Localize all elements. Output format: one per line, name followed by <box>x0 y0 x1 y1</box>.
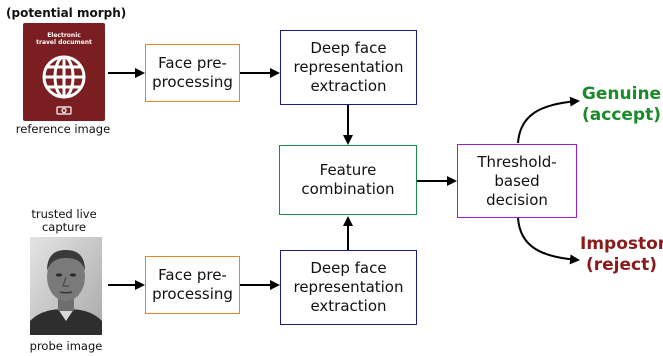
arrow-threshold-to-genuine <box>517 96 580 144</box>
reference-image-label: reference image <box>15 122 111 136</box>
passport-title: Electronic travel document <box>36 32 92 46</box>
deep-face-representation-bottom-box: Deep face representation extraction <box>280 250 417 325</box>
passport-icon: Electronic travel document <box>23 23 105 121</box>
feature-combination-box: Feature combination <box>279 145 417 215</box>
probe-caption: trusted live capture <box>31 207 97 234</box>
globe-icon <box>42 55 86 115</box>
biometric-chip-icon <box>56 106 72 115</box>
deep-face-representation-top-box: Deep face representation extraction <box>280 30 417 105</box>
reference-caption: (potential morph) <box>6 6 127 20</box>
arrow-threshold-to-impostor <box>517 217 580 265</box>
threshold-decision-box: Threshold- based decision <box>457 144 577 218</box>
impostor-reject-label: Impostor (reject) <box>580 234 663 275</box>
genuine-accept-label: Genuine (accept) <box>581 84 662 125</box>
face-photo-icon <box>30 237 102 335</box>
face-preprocessing-bottom-box: Face pre- processing <box>145 256 240 314</box>
probe-face-photo <box>30 237 102 335</box>
probe-image-label: probe image <box>29 339 103 353</box>
face-preprocessing-top-box: Face pre- processing <box>145 44 240 102</box>
